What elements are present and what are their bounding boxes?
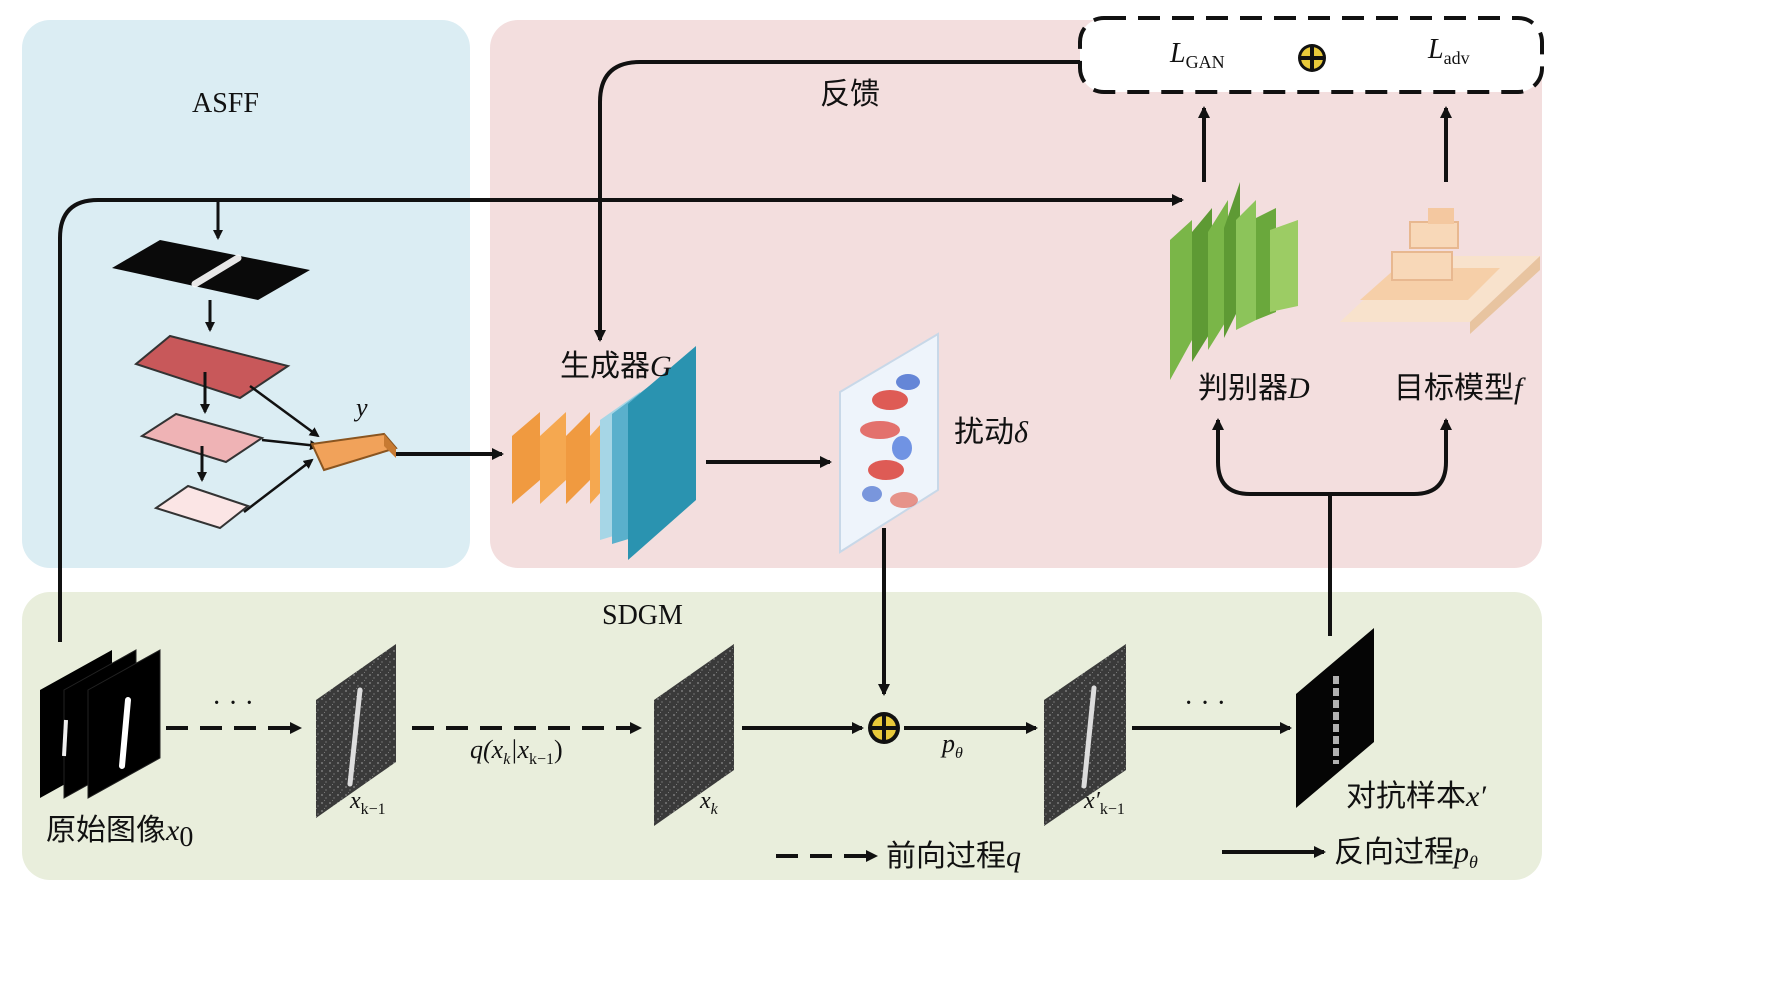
ellipsis-left: · · · xyxy=(212,688,254,719)
gan-panel xyxy=(490,20,1542,568)
y-label: y xyxy=(353,393,368,422)
target-model-icon xyxy=(1340,208,1540,334)
target-model-label: 目标模型f xyxy=(1394,371,1526,406)
sdgm-panel xyxy=(22,592,1542,880)
adv-sample-label: 对抗样本x′ xyxy=(1346,779,1486,814)
p-theta-label: pθ xyxy=(940,729,963,762)
x-k-label: xk xyxy=(699,788,719,818)
asff-feature-stack xyxy=(112,240,398,530)
discriminator-label: 判别器D xyxy=(1198,371,1310,406)
discriminator-network xyxy=(1170,182,1298,380)
generator-network xyxy=(512,346,696,560)
legend-reverse-label: 反向过程pθ xyxy=(1334,835,1478,872)
oplus-add-icon xyxy=(868,712,900,744)
original-image-label: 原始图像x0 xyxy=(46,813,193,853)
sdgm-title: SDGM xyxy=(602,600,683,631)
legend-forward-label: 前向过程q xyxy=(886,839,1021,874)
generator-label: 生成器G xyxy=(560,349,672,384)
xprime-km1-image xyxy=(1044,644,1126,826)
input-to-discriminator-arrow xyxy=(58,194,1184,642)
asff-title: ASFF xyxy=(192,88,259,119)
adv-sample-image xyxy=(1296,628,1374,808)
oplus-loss-icon xyxy=(1298,44,1326,72)
x-km1-image xyxy=(316,644,396,818)
ellipsis-right: · · · xyxy=(1184,688,1226,719)
feedback-arrow xyxy=(594,60,1080,342)
xprime-km1-label: x′k−1 xyxy=(1083,788,1125,818)
feedback-label: 反馈 xyxy=(820,77,880,112)
perturbation-label: 扰动δ xyxy=(954,415,1029,450)
perturbation-image xyxy=(839,332,939,554)
q-formula-label: q(xk|xk−1) xyxy=(470,735,563,768)
loss-gan-label: LGAN xyxy=(1169,38,1225,72)
x-km1-label: xk−1 xyxy=(349,788,386,818)
adv-sample-fork-arrow xyxy=(1216,420,1448,636)
loss-adv-label: Ladv xyxy=(1427,34,1470,68)
x-k-image xyxy=(654,644,734,826)
original-image-stack xyxy=(40,649,161,799)
